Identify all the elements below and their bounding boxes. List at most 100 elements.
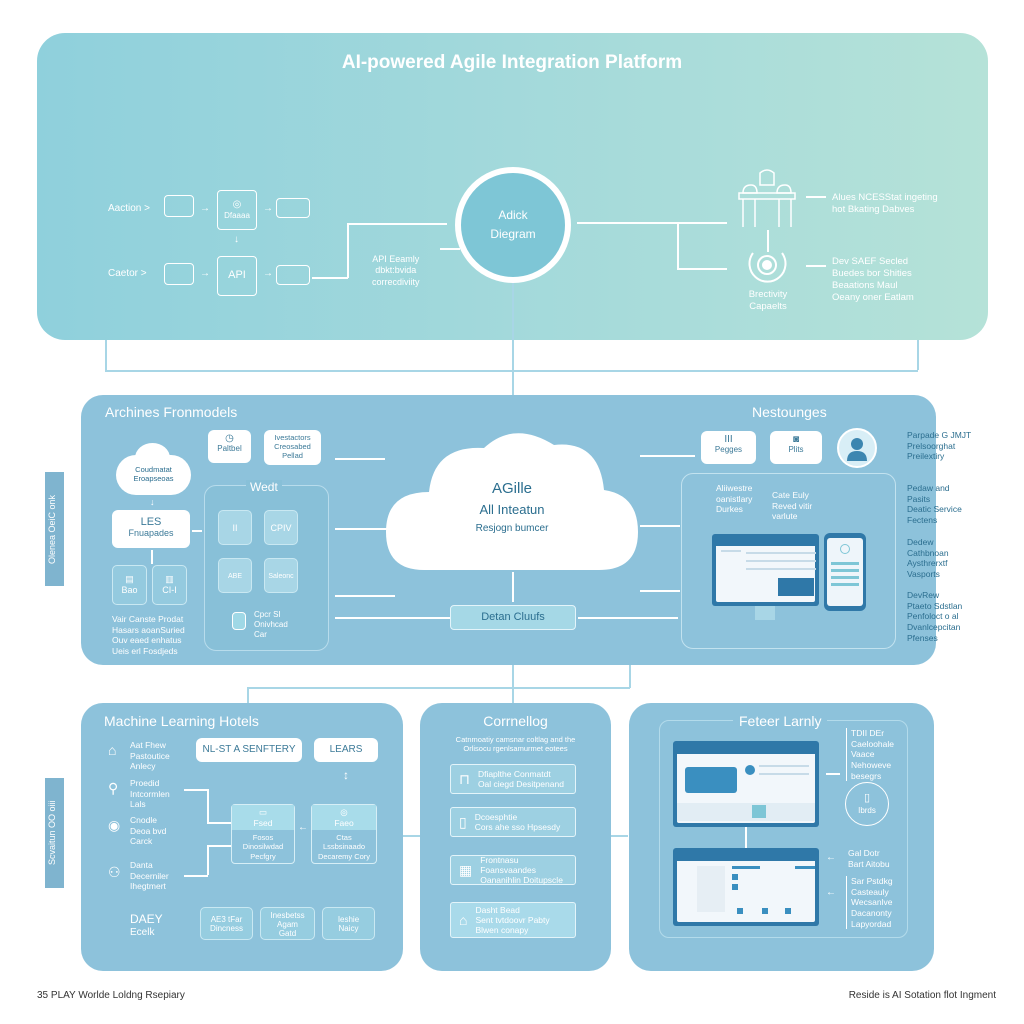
desktop-screen <box>712 534 819 606</box>
small-box-ci[interactable]: ▥CI-I <box>152 565 187 605</box>
small-box-bao[interactable]: ▤Bao <box>112 565 147 605</box>
connector-line <box>335 458 385 460</box>
pin-icon: ◎ <box>232 198 242 210</box>
connector-line <box>207 789 209 822</box>
mobile-icon: ▯ <box>863 792 871 805</box>
connector-line <box>745 827 747 849</box>
node-label: Adick <box>498 208 528 222</box>
vertical-tab-2[interactable]: Scvaitun OO oiii <box>45 778 64 888</box>
wedt-box-1[interactable]: II <box>218 510 252 545</box>
arrow-down-icon: ↓ <box>150 497 155 507</box>
person-icon: ⚲ <box>108 780 119 796</box>
security-signal-icon <box>748 252 787 283</box>
shield-icon <box>232 612 246 630</box>
data-clouds-button[interactable]: Detan Cluufs <box>450 605 576 630</box>
wedt-box-4[interactable]: Saleonc <box>264 558 298 593</box>
connector-line <box>335 617 450 619</box>
arrow-icon: → <box>263 268 273 279</box>
arrow-icon: → <box>200 268 210 279</box>
cloud-title: AGille <box>491 480 532 497</box>
connector-line <box>611 835 628 837</box>
document-icon: ▥ <box>165 574 174 584</box>
connector-line <box>640 525 680 527</box>
connector-line <box>192 530 202 532</box>
pages-box[interactable]: III Pegges <box>701 431 756 464</box>
api-box-label: API <box>228 269 246 282</box>
flow-row-label-1: Aaction > <box>108 203 150 214</box>
ml-card-b-header: ◎Faeo <box>312 805 376 830</box>
connector-line <box>207 845 231 847</box>
user-avatar[interactable] <box>837 428 877 468</box>
document-icon: ▤ <box>125 574 134 584</box>
cloud-node-small-top <box>135 443 170 473</box>
ml-button-sentry[interactable]: NL-ST A SENFTERY <box>196 738 302 762</box>
connector-line <box>806 196 826 198</box>
ml-button-leans[interactable]: LEARS <box>314 738 378 762</box>
top-box-investors[interactable]: Ivestactors Creosabed Pellad <box>264 430 321 465</box>
target-icon: ◉ <box>108 817 121 833</box>
feature-circle-badge[interactable]: ▯ Ibrds <box>845 782 889 826</box>
globe-icon: ◎ <box>340 807 348 817</box>
api-box[interactable]: API <box>217 256 257 296</box>
monitor-stand <box>755 606 775 620</box>
camera-icon: ◙ <box>792 434 800 445</box>
process-box[interactable]: ◎ Dfaaaa <box>217 190 257 230</box>
wedt-box-3[interactable]: ABE <box>218 558 252 593</box>
resources-container <box>681 473 896 649</box>
connector-line <box>577 222 727 224</box>
connector-line <box>512 572 514 602</box>
connector-line <box>578 617 678 619</box>
agile-diagram-node[interactable]: Adick Diegram <box>455 167 571 283</box>
connector-line <box>184 875 208 877</box>
wedt-box-2[interactable]: CPIV <box>264 510 298 545</box>
les-box[interactable]: LES Fnuapades <box>112 510 190 548</box>
connector-line <box>312 277 348 279</box>
connector-line <box>151 550 153 564</box>
plits-box[interactable]: ◙ Plits <box>770 431 822 464</box>
arrow-icon: → <box>200 203 210 214</box>
connector-line <box>512 283 514 413</box>
section-title-feature: Feteer Larnly <box>733 713 828 729</box>
connector-line <box>335 528 395 530</box>
mobile-screen <box>824 533 866 611</box>
vertical-tab-1[interactable]: Olenea OeiC onk <box>45 472 64 586</box>
footer-left: 35 PLAY Worlde Loldng Rsepiary <box>37 990 185 1001</box>
connector-line <box>247 687 630 689</box>
home-icon: ⌂ <box>459 912 468 928</box>
connector-line <box>335 595 395 597</box>
connector-line <box>629 665 631 688</box>
connector-line <box>917 340 919 370</box>
section-title-architecture: Archines Fronmodels <box>105 404 238 420</box>
agile-cloud-node[interactable] <box>384 420 640 572</box>
process-box-label: Dfaaaa <box>224 211 250 221</box>
folder-icon <box>164 263 194 285</box>
connector-line <box>347 223 447 225</box>
wedt-title: Wedt <box>246 480 282 494</box>
node-label: Diegram <box>490 227 536 241</box>
top-box-paltbel[interactable]: ◷ Paltbel <box>208 430 251 463</box>
search-device-icon <box>276 265 310 285</box>
connector-line <box>440 248 460 250</box>
